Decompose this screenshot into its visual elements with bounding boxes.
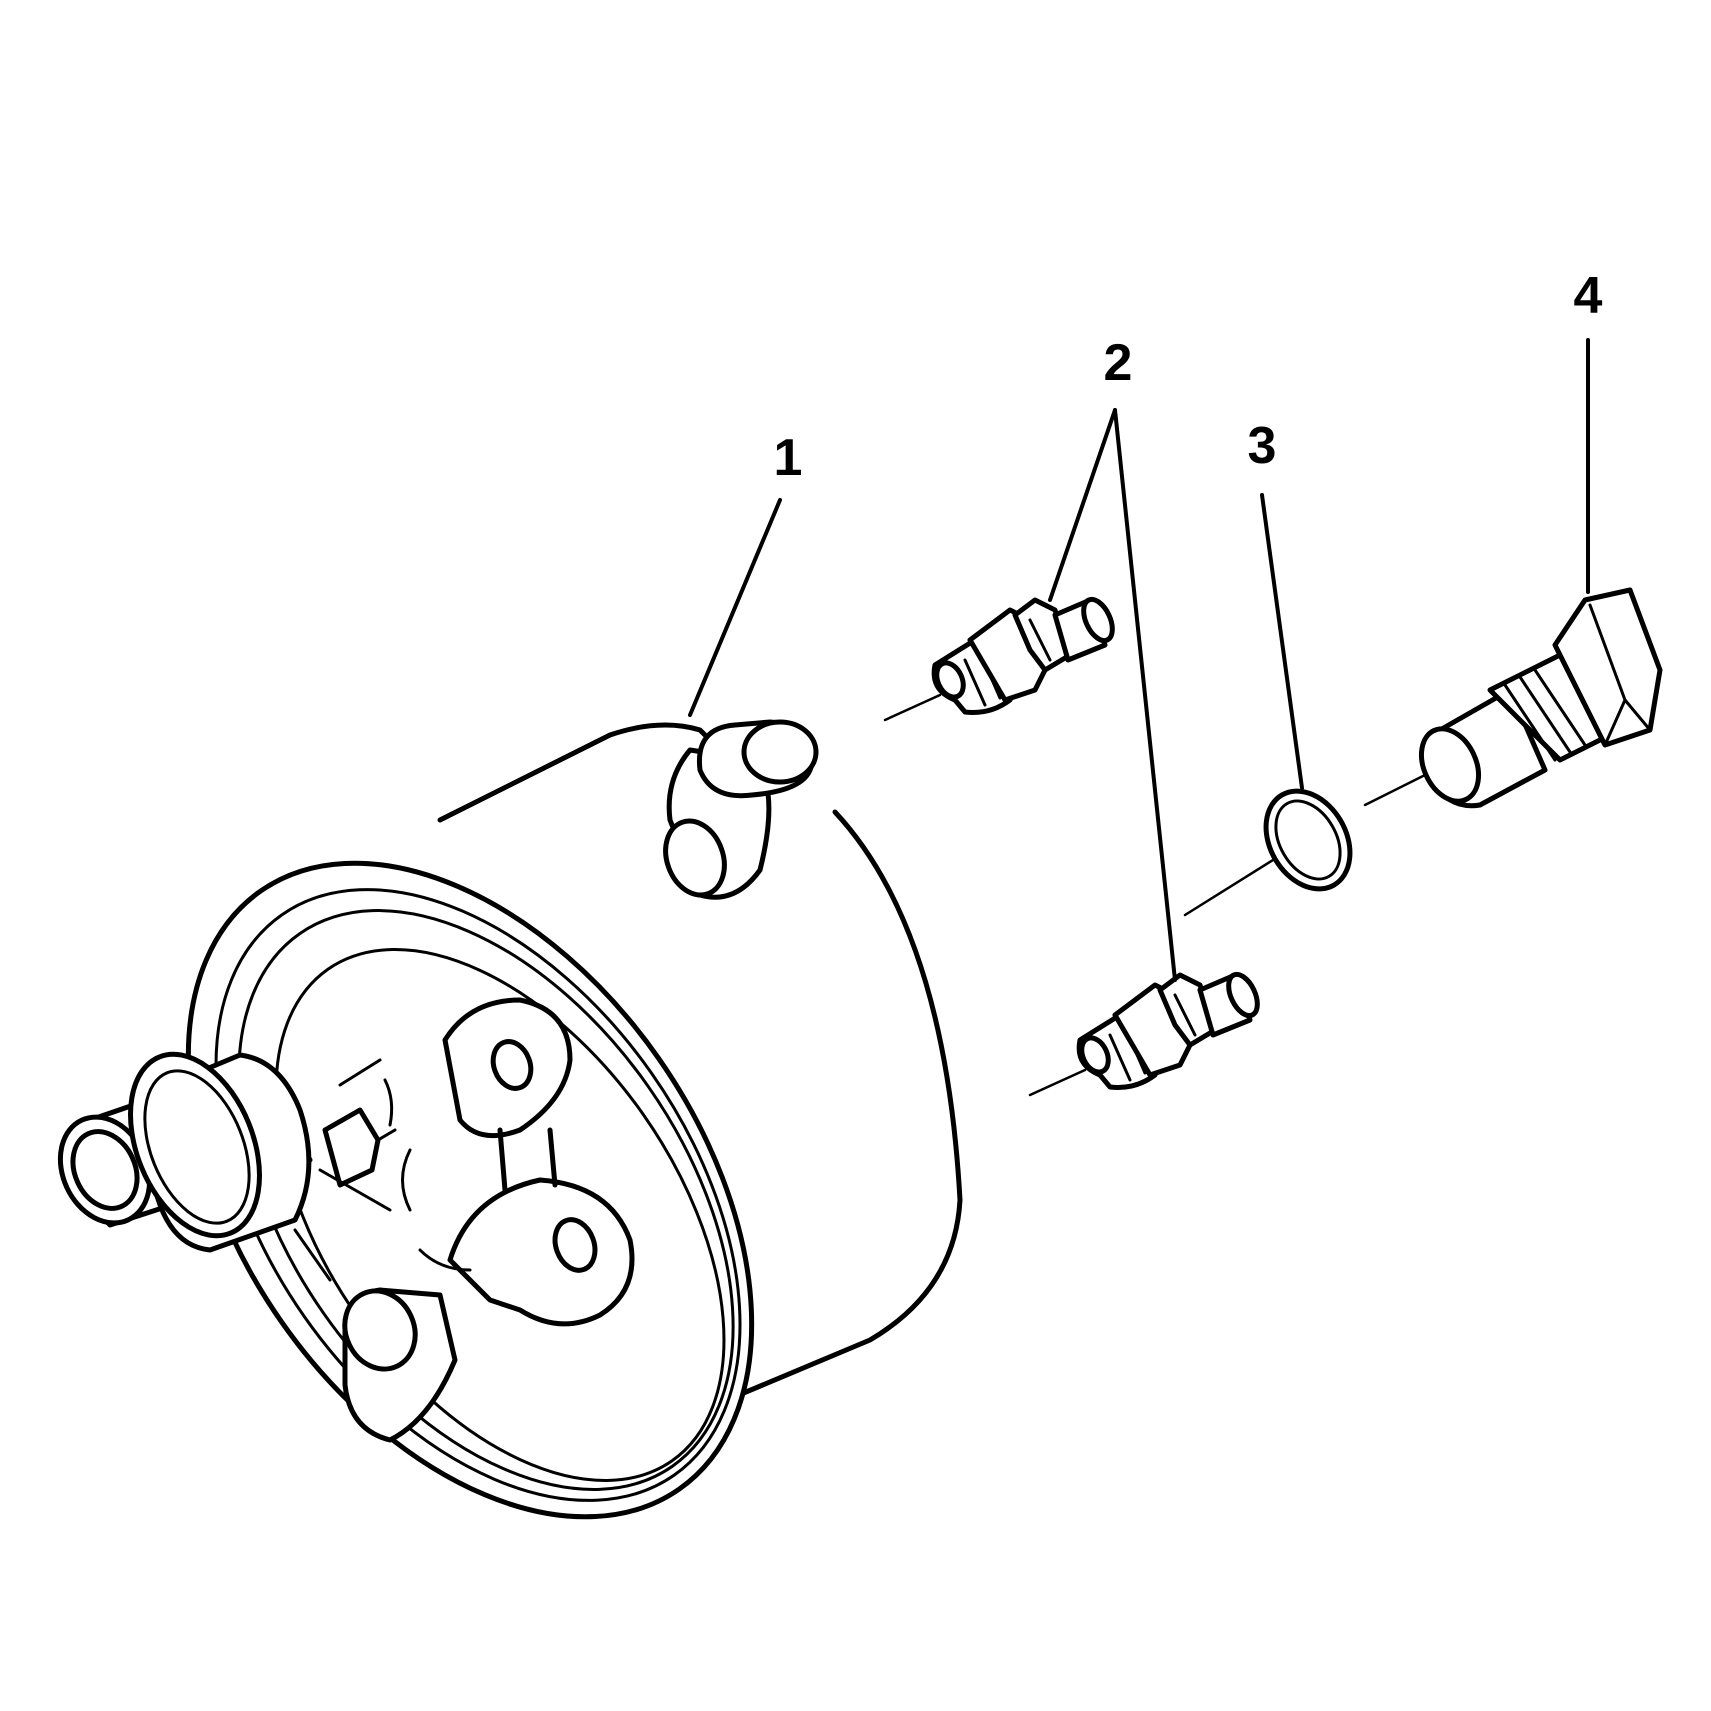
callout-1: 1: [774, 429, 803, 487]
plug-bolt: [1363, 587, 1663, 809]
callout-4: 4: [1574, 267, 1603, 325]
callout-3: 3: [1248, 417, 1277, 475]
upper-fitting: [883, 596, 1115, 722]
lower-fitting: [1028, 971, 1260, 1097]
callout-2: 2: [1104, 334, 1133, 392]
leader-2b: [1113, 408, 1177, 982]
o-ring-seal: [1183, 788, 1353, 917]
leader-2a: [1048, 408, 1117, 602]
leader-lines: [688, 338, 1590, 982]
leader-1: [688, 498, 782, 717]
leader-3: [1260, 493, 1304, 790]
pump-body: [57, 719, 963, 1520]
